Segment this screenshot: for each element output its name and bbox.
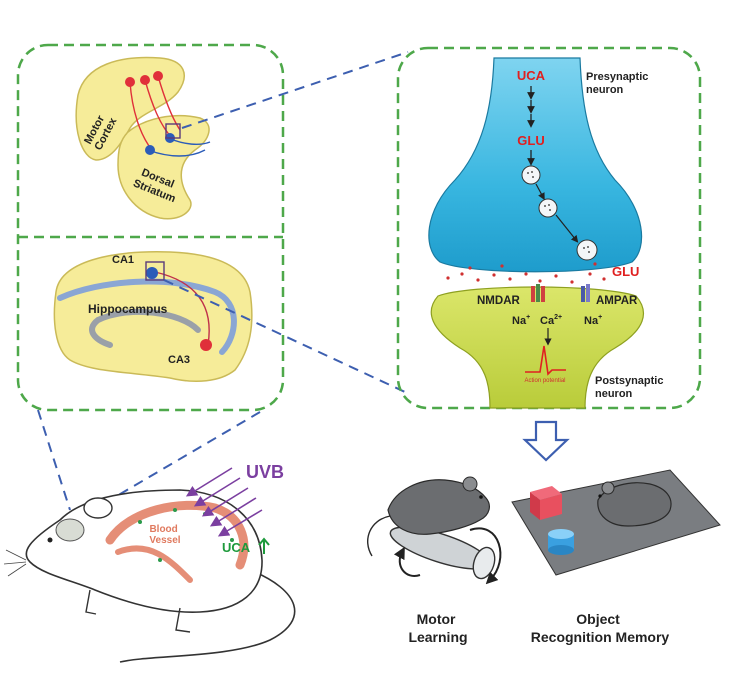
rotation-arrow-icon <box>393 546 421 577</box>
vesicle <box>576 239 598 261</box>
ampar-label: AMPAR <box>596 295 638 307</box>
glu-cleft-label: GLU <box>612 264 639 279</box>
mouse-eye <box>47 537 53 543</box>
object-recognition-scene <box>511 469 721 576</box>
mouse-leg <box>85 589 97 615</box>
action-potential-trace <box>525 345 566 376</box>
object-test-mouse-ear <box>601 481 615 495</box>
ca3-neuron <box>200 339 212 351</box>
uca-up-label: UCA <box>222 540 251 555</box>
ampar-receptor <box>581 284 590 302</box>
na-ion-label: Na+ <box>512 314 530 327</box>
vesicle <box>538 198 558 218</box>
mouse-leg <box>175 607 191 633</box>
mouse-brain <box>55 518 85 542</box>
dentate-gyrus <box>89 308 201 348</box>
presynaptic-terminal <box>428 57 643 273</box>
presynaptic-label: Presynaptic neuron <box>586 71 651 96</box>
motor-cortex-shape <box>75 56 185 161</box>
vesicle <box>521 165 541 185</box>
uvb-mouse: Blood Vessel UVB UCA <box>3 462 296 663</box>
rotation-arrow-icon <box>469 527 502 585</box>
object-test-mouse <box>597 482 672 527</box>
blood-vessel-label: Blood Vessel <box>149 524 180 546</box>
na-ion-label-right: Na+ <box>584 314 602 327</box>
connector-line <box>181 51 409 129</box>
glu-label: GLU <box>517 133 544 148</box>
synapse-highlight-box <box>165 123 181 139</box>
red-cube-object <box>530 486 562 520</box>
mouse-ear <box>83 497 113 519</box>
rotarod-mouse <box>387 479 490 535</box>
rotarod-mouse-ear <box>462 476 478 492</box>
motor-neuron <box>125 77 135 87</box>
nmdar-receptor <box>531 284 545 302</box>
uvb-rays <box>185 467 263 537</box>
glutamate-dots <box>446 262 606 284</box>
mouse-tail <box>119 569 296 663</box>
hippocampus-band <box>57 278 237 355</box>
hippocampus-diagram: CA1 Hippocampus CA3 <box>53 251 253 383</box>
connector-line <box>163 279 406 393</box>
ca1-label: CA1 <box>112 254 134 266</box>
connector-line <box>37 409 71 511</box>
synapse-highlight-box <box>145 261 165 281</box>
brain-panel: Motor Cortex Dorsal Striatum CA1 Hippoca… <box>16 43 285 412</box>
object-recognition-label: Object Recognition Memory <box>531 611 670 645</box>
vesicles <box>521 165 598 261</box>
motor-projection-3 <box>157 75 181 131</box>
blue-cylinder-object <box>548 529 574 555</box>
postsynaptic-label: Postsynaptic neuron <box>595 375 667 400</box>
hippocampus-label: Hippocampus <box>88 302 168 316</box>
postsynaptic-terminal <box>430 286 645 409</box>
rotarod-mouse-eye <box>479 495 483 499</box>
rotarod-mouse-tail <box>367 515 391 557</box>
nmdar-label: NMDAR <box>477 295 520 307</box>
ca-ion-label: Ca2+ <box>540 314 562 327</box>
motor-neuron <box>153 71 163 81</box>
increase-arrow-icon <box>258 537 270 554</box>
connector-line <box>109 411 261 501</box>
motor-learning-label: Motor Learning <box>408 611 467 645</box>
rotarod-cylinder-end <box>472 546 496 580</box>
blood-vessel-branch <box>115 545 193 583</box>
ca3-label: CA3 <box>168 354 190 366</box>
motor-cortex-striatum-diagram: Motor Cortex Dorsal Striatum <box>75 56 211 220</box>
object-test-mouse-eye <box>598 494 602 498</box>
dorsal-striatum-shape <box>117 114 210 220</box>
zoom-connectors <box>37 51 409 511</box>
synapse-panel: UCA GLU GLU <box>396 46 702 410</box>
mouse-whiskers <box>3 549 27 577</box>
action-potential-label: Action potential <box>524 378 565 384</box>
down-arrow-icon <box>522 420 570 462</box>
rotarod-scene <box>367 476 502 585</box>
uvb-label: UVB <box>246 462 284 482</box>
motor-neuron <box>140 75 150 85</box>
uca-label: UCA <box>517 68 546 83</box>
brain-panel-frame <box>16 43 285 412</box>
ca1-neuron <box>146 267 158 279</box>
striatal-neuron <box>145 145 155 155</box>
